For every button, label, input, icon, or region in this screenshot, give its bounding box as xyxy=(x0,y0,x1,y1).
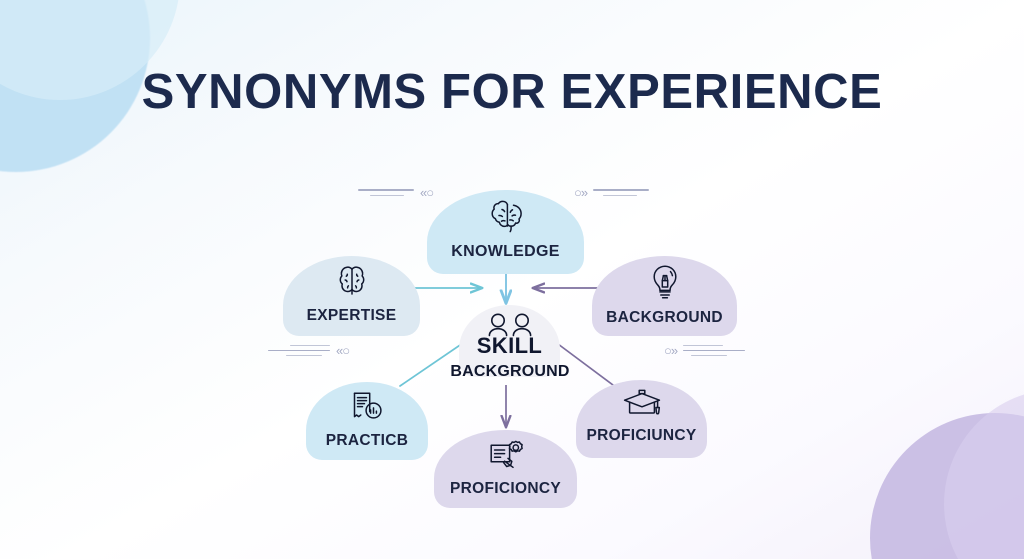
node-label-proficioncy: PROFICIONCY xyxy=(450,480,561,497)
node-label-proficiuncy: PROFICIUNCY xyxy=(586,427,697,444)
two-people-icon xyxy=(481,311,539,346)
connector-skill-to-proficiuncy xyxy=(553,340,618,389)
diagram-node-knowledge[interactable]: KNOWLEDGE xyxy=(427,190,584,274)
certificate-gear-icon xyxy=(486,437,526,476)
node-shape-proficioncy xyxy=(434,430,577,508)
diagram-node-skill[interactable]: SKILL xyxy=(459,305,560,377)
diagram-node-background[interactable]: BACKGROUND xyxy=(592,256,737,336)
node-shape-background xyxy=(592,256,737,336)
node-label-practicb: PRACTICB xyxy=(325,432,409,449)
node-shape-knowledge xyxy=(427,190,584,274)
node-label-background: BACKGROUND xyxy=(606,309,723,326)
diagram-node-expertise[interactable]: EXPERTISE xyxy=(283,256,420,336)
node-label-knowledge: KNOWLEDGE xyxy=(451,243,560,260)
graduation-cap-icon xyxy=(621,387,663,424)
lightbulb-icon xyxy=(648,263,682,306)
brain-side-icon xyxy=(486,199,526,240)
document-search-icon xyxy=(348,389,386,428)
node-sublabel-skill-background: BACKGROUND xyxy=(450,363,570,380)
diagram-node-proficioncy[interactable]: PROFICIONCY xyxy=(434,430,577,508)
diagram-node-proficiuncy[interactable]: PROFICIUNCY xyxy=(576,380,707,458)
node-label-expertise: EXPERTISE xyxy=(306,307,397,324)
page-title: SYNONYMS FOR EXPERIENCE xyxy=(141,65,883,119)
connector-skill-to-practicb xyxy=(399,340,467,387)
node-label-skill: SKILL xyxy=(476,333,543,358)
node-shape-practicb xyxy=(306,382,428,460)
diagram-node-practicb[interactable]: PRACTICB xyxy=(306,382,428,460)
brain-top-icon xyxy=(335,264,369,303)
node-shape-skill xyxy=(459,305,560,377)
